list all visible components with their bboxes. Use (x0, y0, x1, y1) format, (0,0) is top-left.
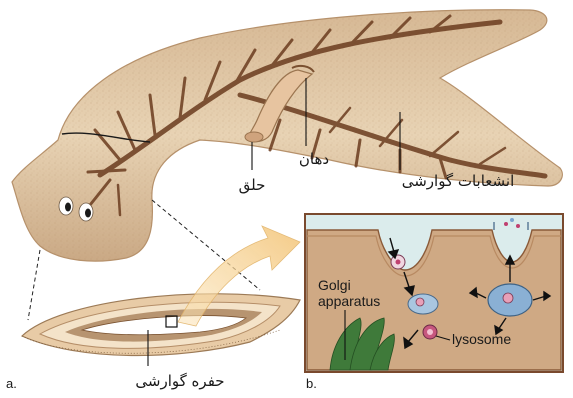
label-mouth: دهان (299, 150, 329, 168)
panel-a-label: a. (6, 376, 17, 391)
panel-b-label: b. (306, 376, 317, 391)
label-lysosome: lysosome (452, 331, 511, 347)
label-gastrovascular-cavity: حفره گوارشی (135, 372, 224, 390)
label-golgi-line1: Golgi (318, 277, 351, 293)
label-pharynx: حلق (239, 176, 266, 194)
label-golgi-line2: apparatus (318, 293, 380, 309)
cross-section (22, 294, 300, 356)
label-gut-branches: انشعابات گوارشی (402, 172, 515, 190)
